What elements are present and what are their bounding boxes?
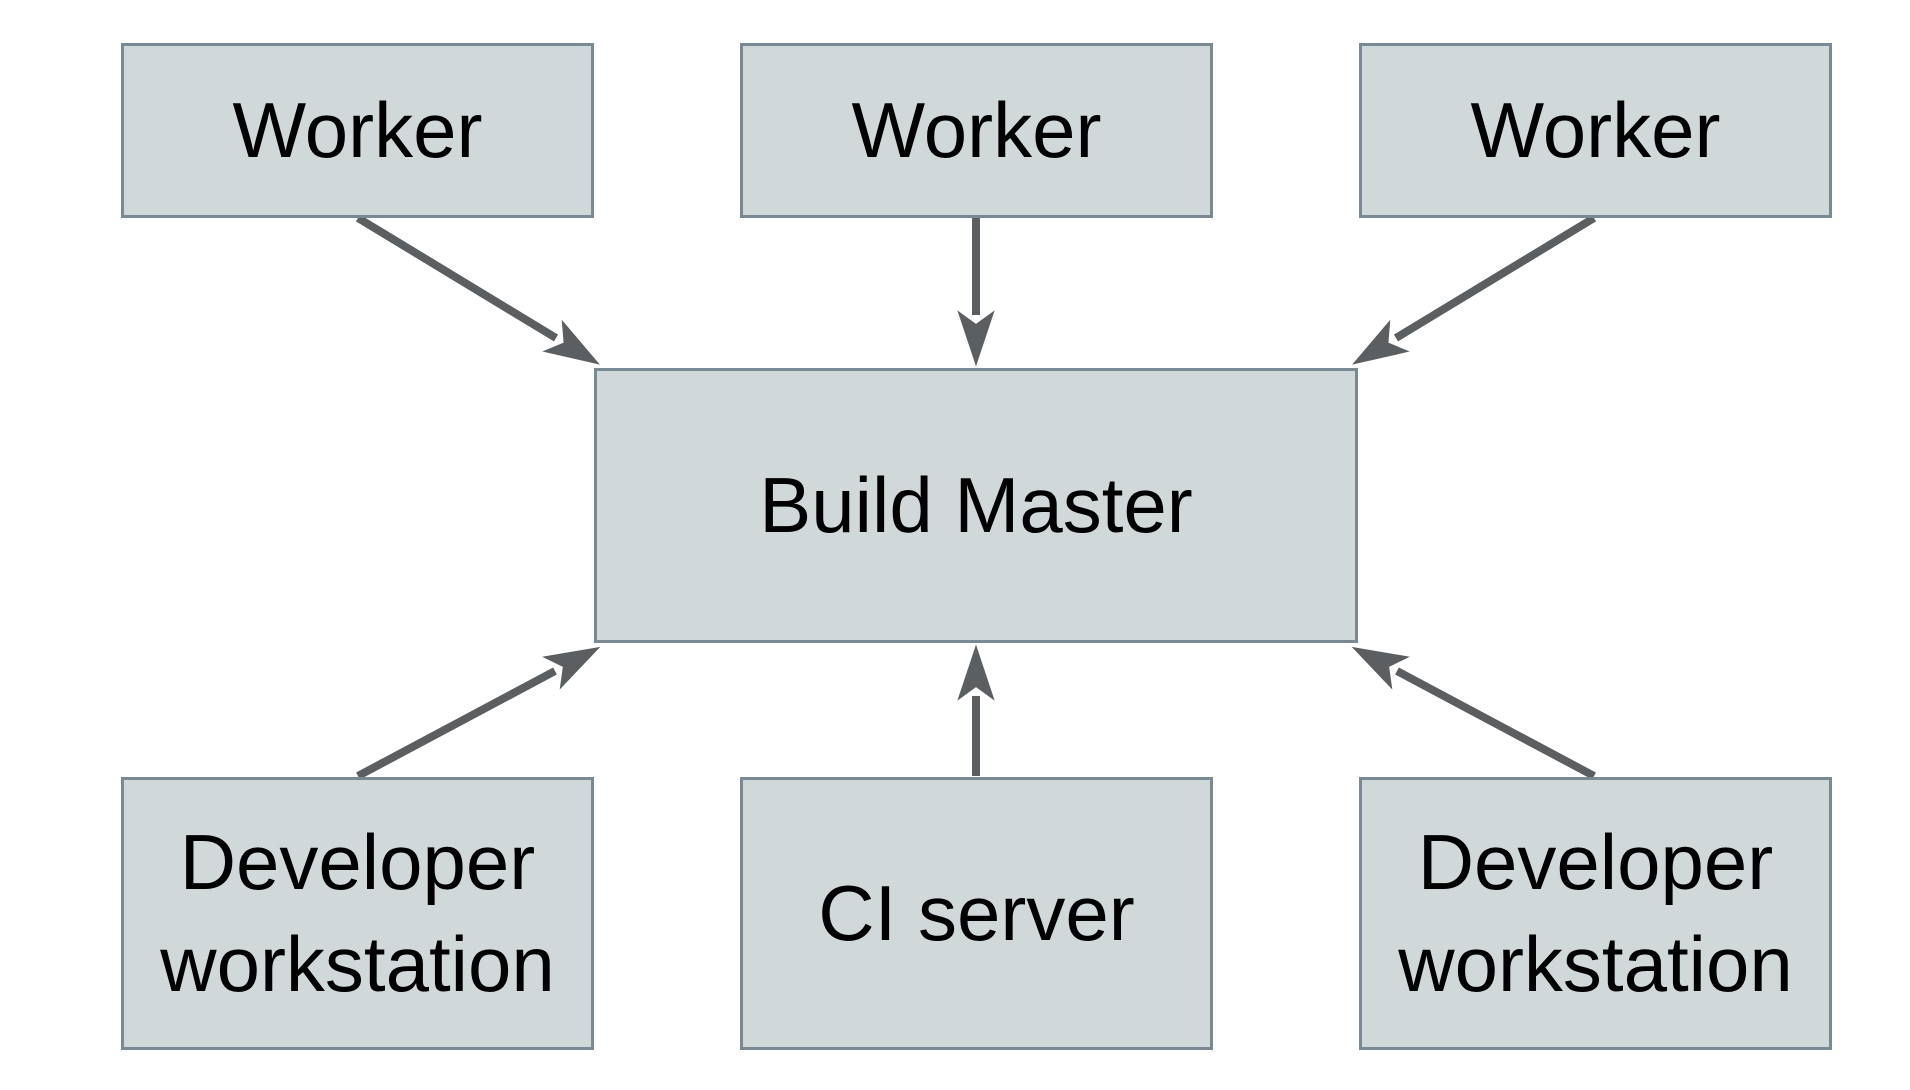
arrow-dev-right-to-build-master: [1351, 646, 1596, 780]
node-worker-2-label: Worker: [851, 85, 1102, 174]
node-worker-1-label: Worker: [232, 85, 483, 174]
node-ci-server: CI server: [740, 777, 1213, 1050]
node-worker-3-label: Worker: [1470, 85, 1721, 174]
arrow-dev-left-to-build-master: [356, 646, 601, 780]
arrow-worker1-to-build-master: [355, 214, 600, 365]
node-build-master-label: Build Master: [759, 460, 1193, 549]
node-developer-workstation-right: Developer workstation: [1359, 777, 1832, 1050]
node-developer-workstation-left-label: Developer workstation: [160, 818, 555, 1008]
node-ci-server-label: CI server: [818, 868, 1135, 957]
node-worker-2: Worker: [740, 43, 1213, 218]
node-developer-workstation-right-label: Developer workstation: [1398, 818, 1793, 1008]
node-build-master: Build Master: [594, 368, 1358, 643]
node-worker-1: Worker: [121, 43, 594, 218]
node-developer-workstation-left: Developer workstation: [121, 777, 594, 1050]
node-worker-3: Worker: [1359, 43, 1832, 218]
arrow-worker3-to-build-master: [1352, 214, 1597, 365]
